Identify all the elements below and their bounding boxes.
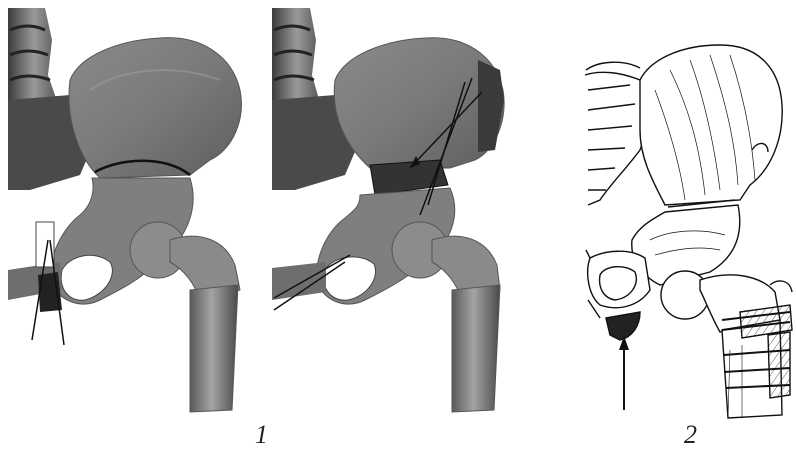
sacrum-outline [585, 72, 647, 205]
iliac-wing [69, 38, 241, 178]
pelvis-illustration-after [272, 8, 512, 418]
pelvis-illustration-before [8, 8, 258, 418]
pubic-cut-shaded [606, 312, 640, 340]
panel-label-1: 1 [255, 420, 268, 450]
femur-shaft [190, 285, 238, 412]
pelvis-line-drawing [585, 45, 792, 418]
panel-label-2: 2 [684, 420, 697, 450]
iliac-wing [640, 45, 782, 205]
femur-shaft [452, 285, 500, 412]
bone-plate-lower [768, 332, 790, 398]
